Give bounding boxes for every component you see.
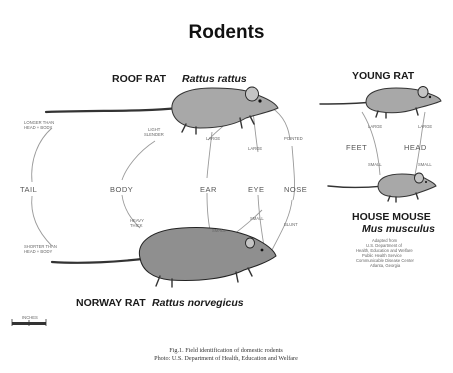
tail-line-norway xyxy=(32,196,52,246)
note-feet-young: LARGE xyxy=(368,124,382,129)
house-mouse-name: HOUSE MOUSE xyxy=(352,211,431,223)
roof-rat-name: ROOF RAT xyxy=(112,73,167,85)
note-feet-mouse: SMALL xyxy=(368,162,382,167)
caption-line-2: Photo: U.S. Department of Health, Educat… xyxy=(154,355,298,362)
feature-tail: TAIL xyxy=(20,185,37,194)
credit-block: Adapted from U.S. Department of Health, … xyxy=(356,238,415,268)
feature-head: HEAD xyxy=(404,143,427,152)
note-nose-norway: BLUNT xyxy=(284,222,298,227)
young-rat-body xyxy=(366,88,441,113)
house-mouse-eye xyxy=(425,181,427,183)
scale-bar: INCHES xyxy=(12,315,46,326)
norway-rat-scientific: Rattus norvegicus xyxy=(152,297,244,309)
feature-nose: NOSE xyxy=(284,185,307,194)
feature-eye: EYE xyxy=(248,185,265,194)
house-mouse-tail xyxy=(328,186,384,188)
house-mouse-ear xyxy=(415,173,424,183)
norway-rat-name: NORWAY RAT xyxy=(76,297,146,309)
roof-rat-ear xyxy=(246,87,259,101)
young-rat-ear xyxy=(418,87,428,98)
norway-rat-illustration xyxy=(52,227,276,287)
roof-rat-tail xyxy=(46,108,178,112)
note-ear-roof: LARGE xyxy=(206,136,220,141)
feature-body: BODY xyxy=(110,185,133,194)
credit-line-6: Atlanta, Georgia xyxy=(370,263,401,268)
norway-rat-tail xyxy=(52,258,150,263)
note-head-young: LARGE xyxy=(418,124,432,129)
roof-rat-body xyxy=(172,88,278,128)
scale-label: INCHES xyxy=(22,315,38,320)
young-rat-name: YOUNG RAT xyxy=(352,70,415,82)
tail-line-roof xyxy=(32,128,52,182)
note-head-mouse: SMALL xyxy=(418,162,432,167)
young-rat-tail xyxy=(320,102,372,104)
house-mouse-illustration xyxy=(328,173,436,202)
house-mouse-body xyxy=(378,174,436,197)
norway-rat-eye xyxy=(261,249,264,252)
young-rat-eye xyxy=(429,96,431,98)
ear-line-norway xyxy=(207,193,210,230)
norway-rat-ear xyxy=(246,238,255,248)
young-rat-illustration xyxy=(320,87,441,119)
note-body-norway-2: THICK xyxy=(130,223,143,228)
roof-rat-scientific: Rattus rattus xyxy=(182,73,247,85)
feature-ear: EAR xyxy=(200,185,217,194)
note-eye-norway: SMALL xyxy=(250,216,264,221)
note-ear-norway: SMALL xyxy=(212,228,226,233)
norway-rat-body xyxy=(139,227,276,280)
note-tail-norway-2: HEAD + BODY xyxy=(24,249,52,254)
caption-line-1: Fig.1. Field identification of domestic … xyxy=(169,347,283,354)
roof-rat-eye xyxy=(258,99,261,102)
note-body-roof-2: SLENDER xyxy=(144,132,164,137)
feature-feet: FEET xyxy=(346,143,367,152)
note-tail-roof-2: HEAD + BODY xyxy=(24,125,52,130)
roof-rat-illustration xyxy=(46,87,278,134)
house-mouse-scientific: Mus musculus xyxy=(362,223,435,235)
note-nose-roof: POINTED xyxy=(284,136,303,141)
note-eye-roof: LARGE xyxy=(248,146,262,151)
body-line-roof xyxy=(122,141,155,180)
